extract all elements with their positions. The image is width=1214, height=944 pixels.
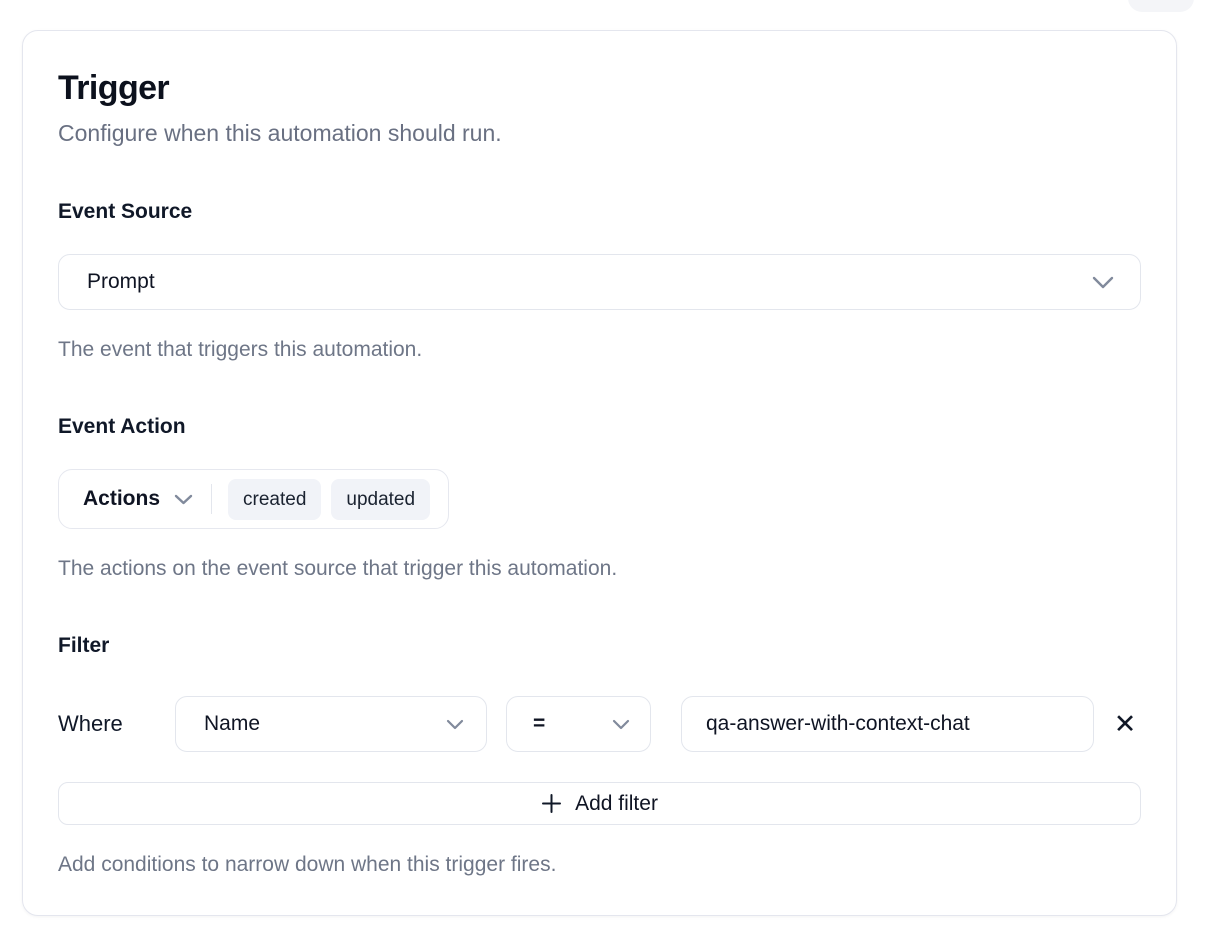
filter-value-input[interactable] bbox=[681, 696, 1094, 752]
page-subtitle: Configure when this automation should ru… bbox=[58, 120, 502, 146]
filter-field-select[interactable]: Name bbox=[175, 696, 487, 752]
actions-dropdown[interactable]: Actions bbox=[83, 487, 193, 511]
action-badge-created[interactable]: created bbox=[228, 478, 322, 520]
filter-help: Add conditions to narrow down when this … bbox=[58, 853, 557, 876]
event-source-section: Event Source Prompt The event that trigg… bbox=[58, 199, 1141, 363]
selected-action-badges: created updated bbox=[228, 478, 431, 520]
chevron-down-icon bbox=[612, 719, 630, 730]
add-filter-button[interactable]: Add filter bbox=[58, 782, 1141, 825]
event-action-label: Event Action bbox=[58, 415, 186, 438]
event-action-help: The actions on the event source that tri… bbox=[58, 557, 618, 580]
chevron-down-icon bbox=[174, 494, 193, 505]
filter-where-label: Where bbox=[58, 711, 123, 736]
action-badge-updated[interactable]: updated bbox=[331, 478, 431, 520]
event-source-select[interactable]: Prompt bbox=[58, 254, 1141, 310]
event-action-section: Event Action Actions created updated The… bbox=[58, 414, 1141, 582]
add-filter-button-label: Add filter bbox=[575, 791, 658, 815]
offscreen-element-fragment bbox=[1128, 0, 1194, 12]
event-source-label: Event Source bbox=[58, 200, 193, 223]
event-source-help: The event that triggers this automation. bbox=[58, 338, 423, 361]
plus-icon bbox=[541, 793, 562, 814]
filter-operator-value: = bbox=[533, 712, 546, 735]
chevron-down-icon bbox=[446, 719, 464, 730]
page-title: Trigger bbox=[58, 69, 170, 107]
filter-field-value: Name bbox=[204, 712, 261, 735]
actions-dropdown-label: Actions bbox=[83, 487, 161, 510]
remove-filter-button[interactable]: ✕ bbox=[1099, 698, 1151, 750]
event-source-selected-value: Prompt bbox=[87, 270, 155, 293]
divider bbox=[211, 484, 213, 514]
filter-section: Filter Where Name = ✕ bbox=[58, 633, 1141, 878]
event-action-group: Actions created updated bbox=[58, 469, 450, 529]
trigger-card: Trigger Configure when this automation s… bbox=[22, 30, 1177, 916]
filter-row: Where Name = ✕ bbox=[58, 696, 1141, 752]
filter-label: Filter bbox=[58, 634, 110, 657]
filter-operator-select[interactable]: = bbox=[506, 696, 651, 752]
close-icon: ✕ bbox=[1113, 708, 1137, 739]
chevron-down-icon bbox=[1092, 276, 1114, 289]
